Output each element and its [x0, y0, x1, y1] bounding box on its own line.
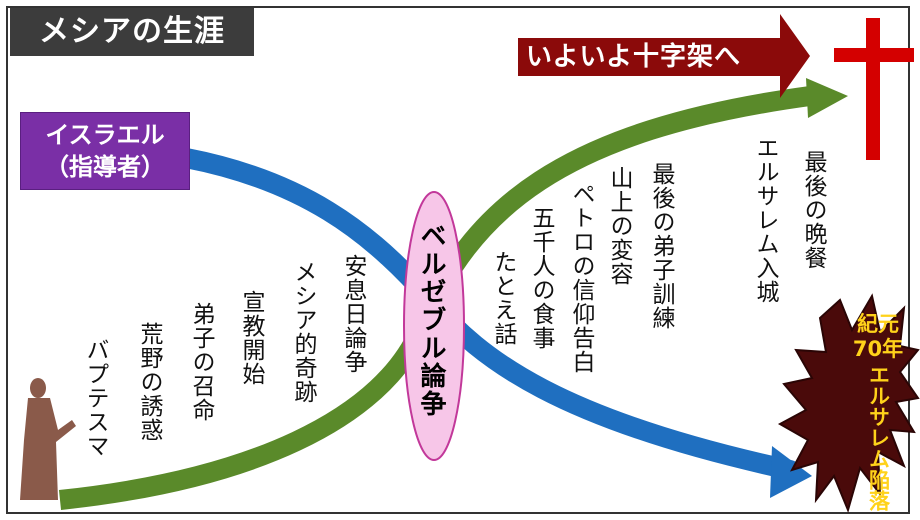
destruction-line-2: 70年 — [852, 337, 904, 361]
israel-sublabel: （指導者） — [45, 153, 165, 181]
destruction-label: 紀元 70年 エルサレム陥落 — [836, 312, 920, 512]
event-temptation: 荒野の誘惑 — [136, 322, 162, 442]
blue-path — [176, 148, 800, 480]
israel-label: イスラエル — [45, 121, 165, 149]
diagram-frame — [6, 6, 910, 514]
explosion-icon — [777, 293, 920, 514]
page-title: メシアの生涯 — [10, 8, 254, 56]
blue-arrowhead — [770, 446, 812, 498]
event-baptism: バプテスマ — [82, 338, 108, 458]
event-sabbath: 安息日論争 — [340, 254, 366, 374]
event-calling: 弟子の召命 — [188, 302, 214, 422]
cross-arrow-label: いよいよ十字架へ — [526, 42, 741, 72]
destruction-line-3: エルサレム陥落 — [866, 363, 891, 511]
cross-icon — [834, 18, 914, 160]
event-jerusalem-entry: エルサレム入城 — [752, 136, 778, 304]
event-parables: たとえ話 — [490, 250, 516, 346]
turning-point-oval — [403, 191, 465, 461]
event-final-training: 最後の弟子訓練 — [648, 162, 674, 330]
event-peter: ペトロの信仰告白 — [568, 182, 594, 374]
event-miracles: メシア的奇跡 — [290, 260, 316, 404]
destruction-line-1: 紀元 — [857, 312, 899, 336]
green-arrowhead — [806, 78, 848, 118]
turning-point-label: ベルゼブル論争 — [416, 222, 446, 418]
jesus-figure-icon — [20, 378, 76, 500]
israel-leaders-box: イスラエル （指導者） — [20, 112, 190, 190]
event-transfiguration: 山上の変容 — [606, 166, 632, 286]
event-five-thousand: 五千人の食事 — [528, 206, 554, 350]
cross-arrow-shape — [518, 14, 810, 98]
event-ministry: 宣教開始 — [238, 290, 264, 386]
event-last-supper: 最後の晩餐 — [800, 150, 826, 270]
